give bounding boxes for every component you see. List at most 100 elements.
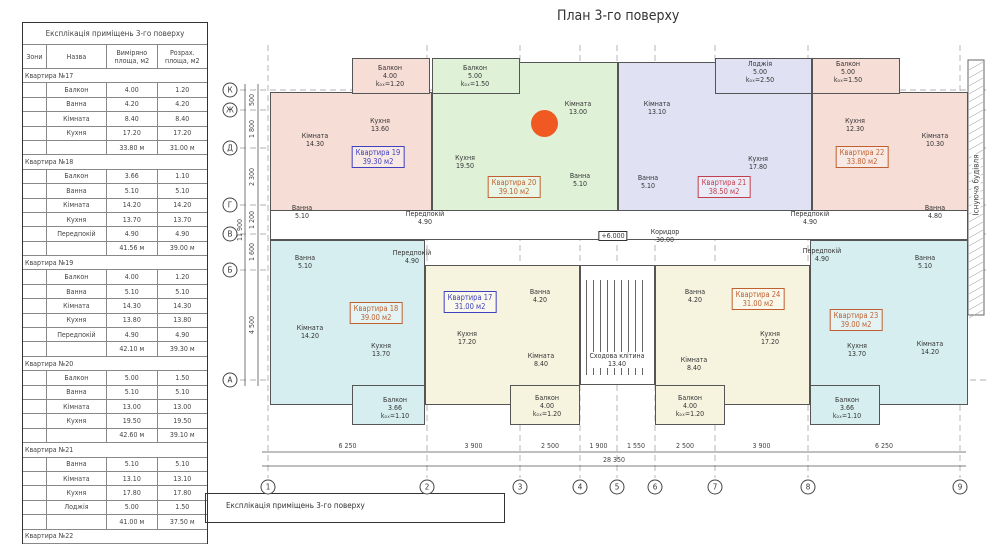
zone-cell — [23, 270, 47, 284]
apartment-number: Квартира 24 — [735, 290, 781, 299]
table-cell — [47, 140, 108, 155]
dimension-label: 1 200 — [248, 210, 256, 229]
hatch-line — [968, 149, 984, 159]
zone-cell — [23, 428, 47, 443]
table-cell: Кімната — [47, 399, 108, 414]
room-name: Балкон — [678, 394, 702, 402]
room-name: Ванна — [684, 288, 706, 296]
hatch-line — [968, 133, 984, 143]
apartment-area: 33.80 м2 — [846, 157, 878, 166]
table-cell: Кухня — [47, 414, 108, 428]
apartment-number: Квартира 21 — [701, 178, 747, 187]
hatch-line — [968, 285, 984, 295]
hatch-line — [968, 245, 984, 255]
room-area-value: 4.20 — [532, 296, 548, 304]
room-area — [510, 385, 580, 425]
table-cell: Передпокій — [47, 328, 108, 342]
room-coefficient: kₒₓ=1.20 — [375, 80, 405, 88]
stair-area: 13.40 — [607, 360, 627, 368]
room-coefficient: kₒₓ=2.50 — [745, 76, 775, 84]
table-cell: 5.10 — [107, 284, 158, 299]
room-name: Кімната — [643, 100, 671, 108]
zone-cell — [23, 284, 47, 299]
room-name: Кімната — [680, 356, 708, 364]
room-name: Ванна — [529, 288, 551, 296]
apartment-area: 31.00 м2 — [454, 302, 486, 311]
axis-marker: 9 — [952, 479, 968, 495]
dimension-label: 1 550 — [626, 442, 646, 450]
table-cell: 8.40 — [107, 112, 158, 126]
table-group-heading: Квартира №21 — [23, 443, 207, 458]
second-table-title: Експлікація приміщень 3-го поверху — [226, 501, 365, 510]
room-area-value: 8.40 — [533, 360, 549, 368]
plan-title: План 3-го поверху — [557, 8, 680, 24]
table-cell: 5.10 — [107, 385, 158, 399]
table-cell: 19.50 — [173, 417, 192, 426]
room-area — [352, 58, 430, 94]
total-dimension-label: 11 900 — [236, 218, 244, 242]
dimension-label: 3 900 — [752, 442, 771, 450]
zone-cell — [23, 97, 47, 112]
table-cell: 13.10 — [107, 471, 158, 486]
axis-marker: 8 — [800, 479, 816, 495]
total-measured: 42.60 м — [107, 428, 158, 443]
room-area-value: 13.60 — [370, 125, 390, 133]
table-cell: Кімната — [47, 299, 108, 313]
hatch-line — [968, 141, 984, 151]
room-area-value: 12.30 — [845, 125, 865, 133]
dimension-label: 2 500 — [675, 442, 695, 450]
table-cell: Ванна — [47, 97, 108, 112]
table-cell: 14.30 — [173, 301, 192, 310]
table-cell: 13.70 — [173, 215, 192, 224]
room-name: Лоджія — [747, 60, 773, 68]
room-name: Ванна — [294, 254, 316, 262]
room-area — [810, 385, 880, 425]
total-calculated: 39.30 м — [169, 345, 195, 354]
zone-cell — [23, 212, 47, 227]
room-area-value: 8.40 — [686, 364, 702, 372]
room-name: Ванна — [914, 254, 936, 262]
hatch-line — [968, 269, 984, 279]
table-cell: 5.10 — [175, 460, 190, 469]
zone-cell — [23, 328, 47, 342]
stair-step — [607, 280, 608, 375]
zone-cell — [23, 112, 47, 126]
table-cell: 4.00 — [107, 270, 158, 284]
apartment-name: Квартира №18 — [25, 158, 74, 167]
table-cell: Кухня — [47, 486, 108, 500]
stair-step — [628, 280, 629, 375]
table-cell: 19.50 — [107, 414, 158, 428]
table-cell: 5.10 — [107, 184, 158, 198]
room-area-value: 3.66 — [387, 404, 403, 412]
total-calculated: 39.10 м — [169, 431, 195, 440]
table-cell: 1.50 — [175, 373, 190, 382]
hatch-line — [968, 77, 984, 87]
table-cell: 17.20 — [107, 126, 158, 140]
table-cell: 13.70 — [107, 212, 158, 227]
room-name: Кімната — [564, 100, 592, 108]
room-area-value: 5.00 — [840, 68, 856, 76]
